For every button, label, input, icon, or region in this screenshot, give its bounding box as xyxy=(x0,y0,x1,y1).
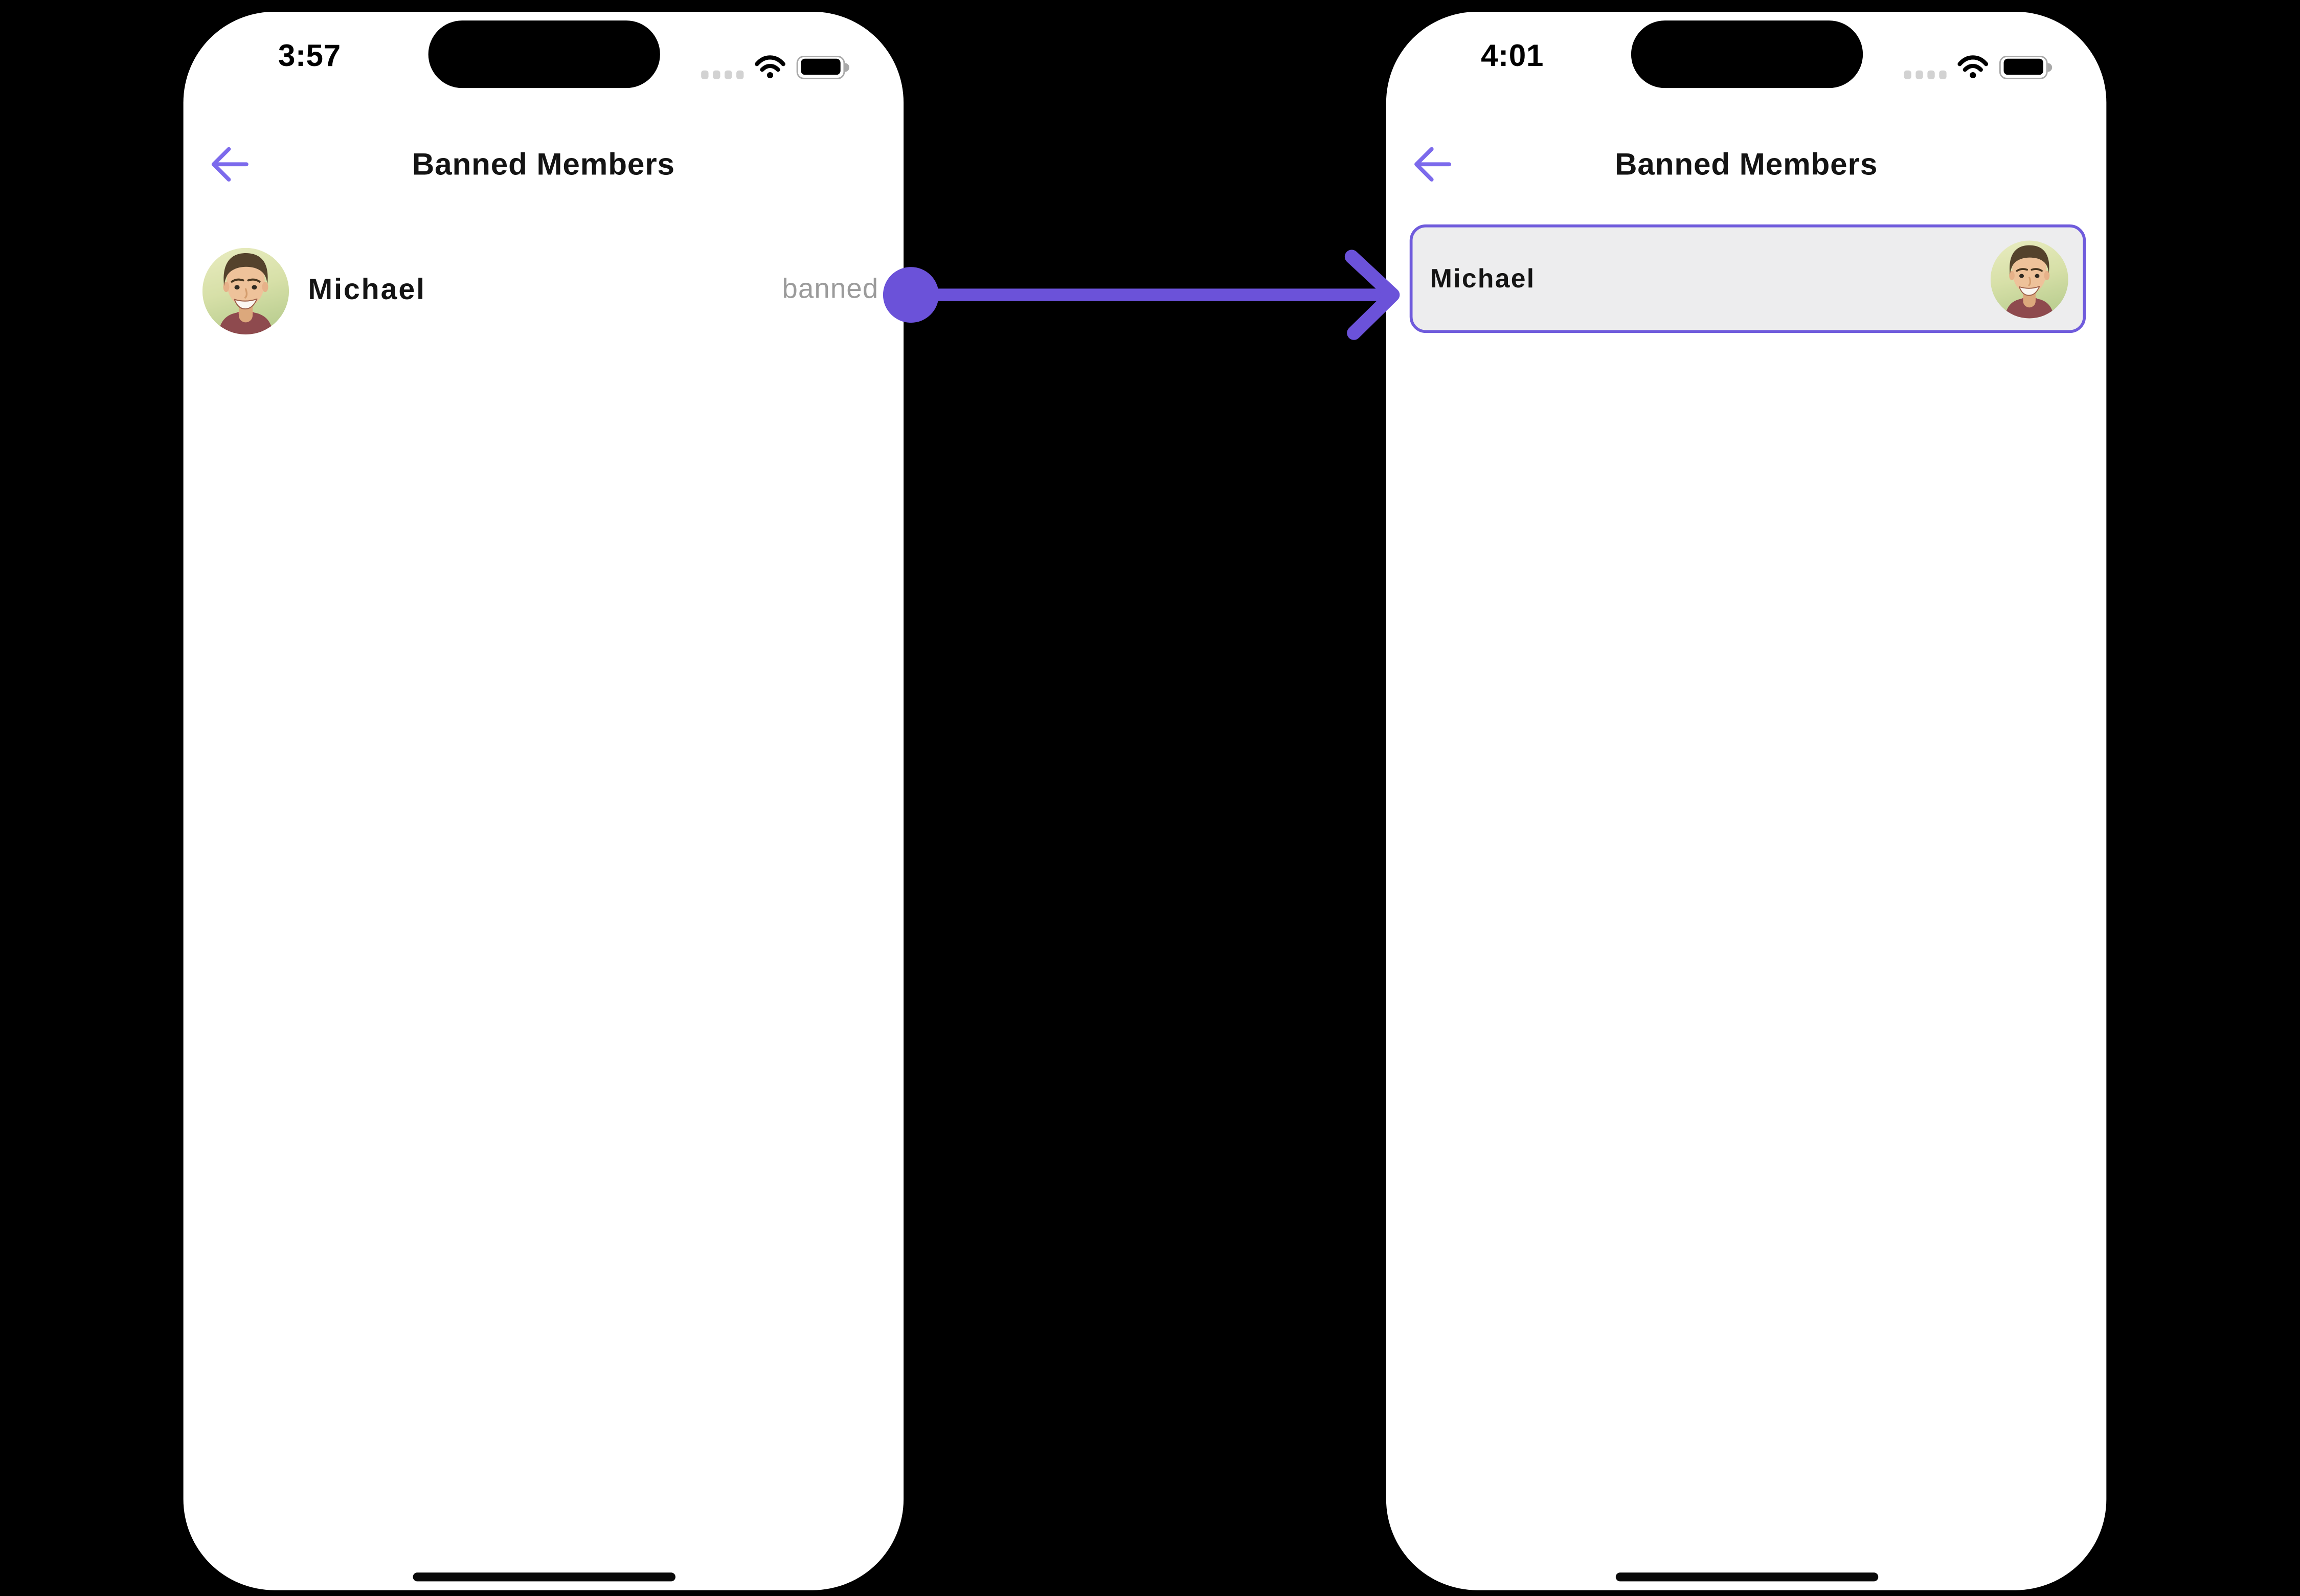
arrowhead-icon xyxy=(1344,250,1400,340)
dynamic-island xyxy=(427,20,660,88)
member-name: Michael xyxy=(1430,263,1536,293)
wifi-icon xyxy=(755,55,785,79)
status-bar: 3:57 xyxy=(184,12,904,115)
battery-icon xyxy=(796,55,852,79)
dynamic-island xyxy=(1630,20,1862,88)
battery-icon xyxy=(1999,55,2055,79)
phone-left: 3:57 Banned Members xyxy=(183,11,904,1590)
home-indicator[interactable] xyxy=(412,1571,675,1582)
banned-member-row[interactable]: Michael banned xyxy=(184,243,904,338)
banned-member-card[interactable]: Michael xyxy=(1409,224,2086,333)
member-avatar xyxy=(1990,240,2068,318)
status-icons xyxy=(701,41,852,79)
phone-right: 4:01 Banned Members Michael xyxy=(1386,11,2107,1590)
member-name: Michael xyxy=(308,273,426,306)
status-bar: 4:01 xyxy=(1386,12,2106,115)
status-time: 4:01 xyxy=(1481,39,1544,74)
nav-bar: Banned Members xyxy=(1386,135,2106,199)
cellular-signal-icon xyxy=(1903,71,1947,79)
home-indicator[interactable] xyxy=(1615,1571,1878,1582)
status-icons xyxy=(1903,41,2055,79)
page-title: Banned Members xyxy=(1614,148,1878,182)
nav-bar: Banned Members xyxy=(184,135,904,199)
cellular-signal-icon xyxy=(701,71,744,79)
wifi-icon xyxy=(1957,55,1989,79)
member-avatar xyxy=(202,247,289,334)
status-time: 3:57 xyxy=(278,39,341,74)
back-arrow-icon[interactable] xyxy=(1411,145,1452,184)
page-title: Banned Members xyxy=(412,148,675,182)
member-status-label: banned xyxy=(782,274,879,305)
annotation-arrow xyxy=(883,250,1400,340)
back-arrow-icon[interactable] xyxy=(208,145,249,184)
